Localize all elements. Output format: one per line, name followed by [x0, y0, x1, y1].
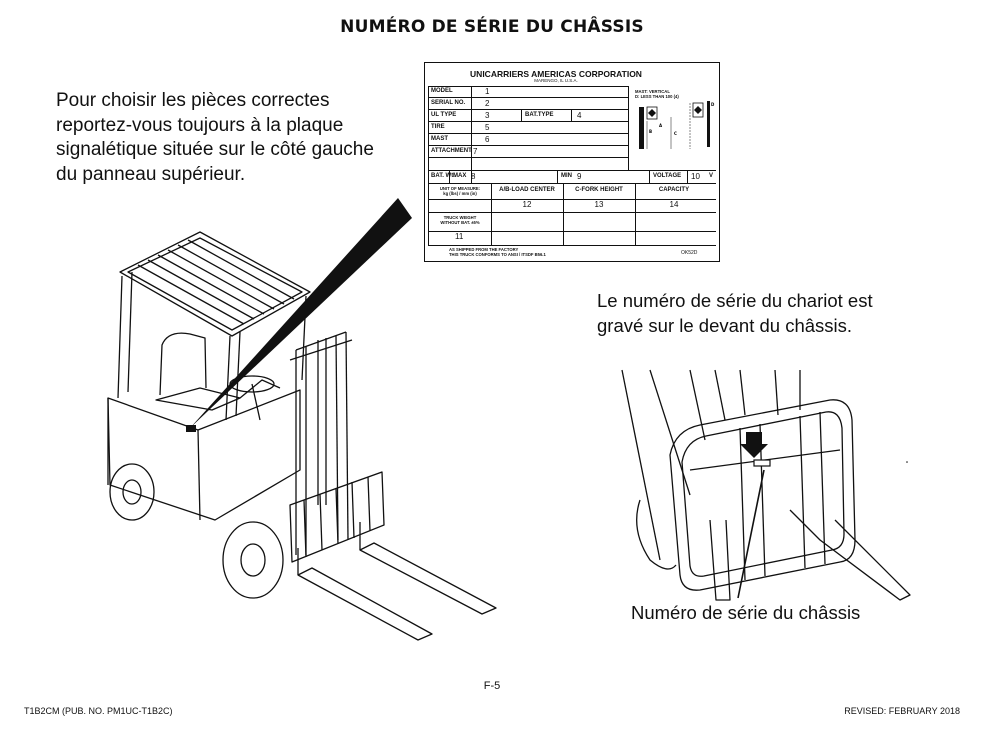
- nameplate-truck-weight-value: 11: [455, 232, 464, 241]
- nameplate-row-value: 5: [485, 123, 490, 132]
- nameplate-shipped: AS SHIPPED FROM THE FACTORY: [449, 247, 519, 252]
- nameplate-code: OK52D: [681, 250, 698, 256]
- nameplate-max-value: 8: [471, 172, 476, 181]
- intro-line: reportez-vous toujours à la plaque: [56, 114, 344, 136]
- nameplate-truck-weight-label: TRUCK WEIGHT WITHOUT BAT. ±5%: [440, 215, 480, 225]
- nameplate-row-label: MODEL: [431, 88, 453, 94]
- serial-note-line: gravé sur le devant du châssis.: [597, 315, 853, 336]
- intro-line: signalétique située sur le côté gauche: [56, 139, 374, 160]
- nameplate-row-value: 3: [485, 111, 490, 120]
- serial-caption: Numéro de série du châssis: [631, 602, 861, 623]
- nameplate-column-value: 14: [669, 200, 679, 209]
- diagram-letter: B: [649, 129, 652, 134]
- nameplate-max-label: MAX: [453, 173, 467, 179]
- nameplate-column-header: C-FORK HEIGHT: [575, 187, 623, 193]
- diagram-letter: C: [674, 131, 677, 136]
- nameplate-column-header: A/B-LOAD CENTER: [499, 187, 555, 193]
- nameplate-column-header: CAPACITY: [658, 187, 690, 193]
- diagram-letter: D: [711, 102, 715, 107]
- serial-note-line: Le numéro de série du chariot est: [597, 290, 873, 311]
- nameplate-voltage-unit: V: [709, 173, 714, 179]
- footer-revised: REVISED: FEBRUARY 2018: [844, 706, 960, 716]
- nameplate-row-label: SERIAL NO.: [431, 100, 466, 106]
- nameplate-column-value: 12: [522, 200, 532, 209]
- nameplate-column-value: 13: [594, 200, 604, 209]
- serial-note: Le numéro de série du chariot est gravé …: [597, 288, 937, 338]
- nameplate-min-value: 9: [577, 172, 582, 181]
- nameplate-row-label: TIRE: [431, 124, 445, 130]
- nameplate-voltage-value: 10: [691, 172, 700, 181]
- nameplate-battype-value: 4: [577, 111, 582, 120]
- diagram-letter: A: [659, 123, 663, 128]
- intro-line: Pour choisir les pièces correctes: [56, 90, 330, 111]
- nameplate-conform: THIS TRUCK CONFORMS TO ANSI / ITSDF B56.…: [449, 252, 546, 257]
- nameplate-mast-note: MAST: VERTICAL D: LESS THAN 100 (4): [635, 89, 679, 99]
- nameplate: UNICARRIERS AMERICAS CORPORATION MARENGO…: [424, 62, 720, 262]
- page-number: F-5: [483, 680, 501, 692]
- nameplate-unit-label: UNIT OF MEASURE: kg (lbs) / mm (in): [439, 186, 481, 196]
- nameplate-row-label: ATTACHMENT: [431, 148, 472, 154]
- nameplate-batwt-label: BAT. Wt.: [431, 173, 455, 179]
- nameplate-min-label: MIN: [561, 173, 572, 179]
- nameplate-row-label: MAST: [431, 136, 448, 142]
- page-title: NUMÉRO DE SÉRIE DU CHÂSSIS: [340, 17, 644, 37]
- intro-text: Pour choisir les pièces correctes report…: [56, 89, 416, 187]
- footer-publication: T1B2CM (PUB. NO. PM1UC-T1B2C): [24, 706, 173, 716]
- intro-line: du panneau supérieur.: [56, 163, 246, 185]
- nameplate-row-value: 1: [485, 87, 490, 96]
- nameplate-battype-label: BAT.TYPE: [525, 112, 554, 118]
- nameplate-row-value: 2: [485, 99, 490, 108]
- nameplate-corporation: UNICARRIERS AMERICAS CORPORATION: [470, 69, 642, 79]
- nameplate-voltage-label: VOLTAGE: [653, 173, 682, 179]
- nameplate-row-label: UL TYPE: [431, 112, 457, 118]
- mast-diagram: A B C D: [639, 101, 715, 149]
- nameplate-row-value: 7: [473, 147, 478, 156]
- nameplate-location: MARENGO, IL U.S.A.: [534, 78, 578, 83]
- nameplate-row-value: 6: [485, 135, 490, 144]
